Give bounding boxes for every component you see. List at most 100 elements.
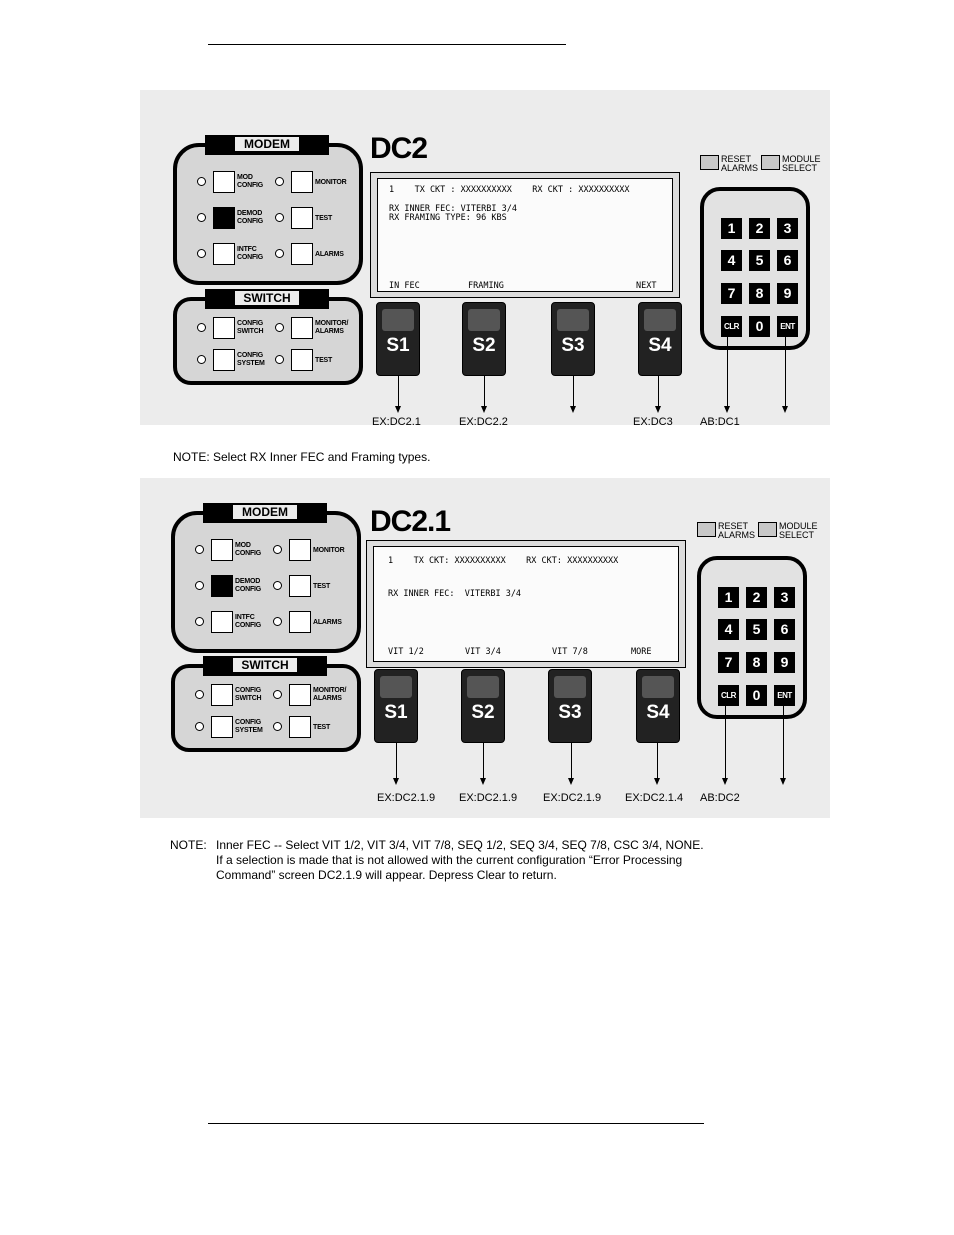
switch-panel-header: SWITCH [205,289,329,309]
exit-label: AB:DC2 [700,792,740,804]
softkey-s4[interactable]: S4 [636,669,680,743]
led [275,323,284,332]
switch-test-key[interactable] [291,349,313,371]
switch-label: SWITCH [235,291,299,305]
lcd-screen: 1 TX CKT : XXXXXXXXXX RX CKT : XXXXXXXXX… [377,178,673,292]
key-9[interactable]: 9 [774,652,795,673]
softkey-label: MORE [631,647,652,657]
modem-panel-header: MODEM [205,135,329,155]
key-ent[interactable]: ENT [774,685,795,706]
key-6[interactable]: 6 [774,619,795,640]
module-select-button[interactable] [758,522,777,537]
key-0[interactable]: 0 [749,316,770,337]
config-system-key[interactable] [213,349,235,371]
key-8[interactable]: 8 [746,652,767,673]
key-label: ALARMS [313,619,342,626]
key-6[interactable]: 6 [777,250,798,271]
key-label: TEST [313,724,331,731]
key-3[interactable]: 3 [774,587,795,608]
led [275,249,284,258]
intfc-config-key[interactable] [213,243,235,265]
note-dc2: NOTE: Select RX Inner FEC and Framing ty… [173,450,431,464]
key-2[interactable]: 2 [749,218,770,239]
arrow-line [727,335,728,407]
led [195,617,204,626]
switch-panel-header: SWITCH [203,656,327,676]
softkey-s3[interactable]: S3 [551,302,595,376]
key-1[interactable]: 1 [721,218,742,239]
monitor-alarms-key[interactable] [289,684,311,706]
exit-label: EX:DC3 [633,416,673,428]
alarms-key[interactable] [289,611,311,633]
key-clr[interactable]: CLR [721,316,742,337]
softkey-label: NEXT [636,281,657,291]
key-5[interactable]: 5 [749,250,770,271]
monitor-key[interactable] [289,539,311,561]
led [197,323,206,332]
reset-alarms-label: RESET ALARMS [721,154,759,173]
monitor-alarms-key[interactable] [291,317,313,339]
figure-dc2: MODEM MOD CONFIG MONITOR DEMOD CONFIG TE… [140,90,830,425]
lcd-display: 1 TX CKT: XXXXXXXXXX RX CKT: XXXXXXXXXX … [366,540,686,668]
modem-panel: MODEM MOD CONFIG MONITOR DEMOD CONFIG TE… [173,135,363,285]
key-label: TEST [313,583,331,590]
exit-label: EX:DC2.1 [372,416,421,428]
lcd-line: 1 TX CKT : XXXXXXXXXX RX CKT : XXXXXXXXX… [389,185,630,195]
config-system-key[interactable] [211,716,233,738]
monitor-key[interactable] [291,171,313,193]
config-switch-key[interactable] [211,684,233,706]
softkey-label: FRAMING [468,281,504,291]
demod-config-key[interactable] [213,207,235,229]
test-key[interactable] [289,575,311,597]
softkey-s3[interactable]: S3 [548,669,592,743]
lcd-line: RX INNER FEC: VITERBI 3/4 [388,589,522,599]
switch-test-key[interactable] [289,716,311,738]
key-ent[interactable]: ENT [777,316,798,337]
key-3[interactable]: 3 [777,218,798,239]
key-1[interactable]: 1 [718,587,739,608]
test-key[interactable] [291,207,313,229]
numeric-keypad: 1 2 3 4 5 6 7 8 9 CLR 0 ENT [697,556,807,719]
key-4[interactable]: 4 [721,250,742,271]
softkey-s1[interactable]: S1 [374,669,418,743]
module-select-button[interactable] [761,155,780,170]
key-4[interactable]: 4 [718,619,739,640]
reset-alarms-button[interactable] [697,522,716,537]
arrow-head [722,778,728,785]
led [197,355,206,364]
note-line: If a selection is made that is not allow… [216,853,683,867]
mod-config-key[interactable] [211,539,233,561]
key-7[interactable]: 7 [718,652,739,673]
key-7[interactable]: 7 [721,283,742,304]
key-8[interactable]: 8 [749,283,770,304]
key-5[interactable]: 5 [746,619,767,640]
softkey-s4[interactable]: S4 [638,302,682,376]
arrow-line [725,703,726,779]
key-label: DEMOD CONFIG [237,210,264,225]
footer-rule [208,1123,704,1124]
key-2[interactable]: 2 [746,587,767,608]
alarms-key[interactable] [291,243,313,265]
softkey-s2[interactable]: S2 [461,669,505,743]
key-0[interactable]: 0 [746,685,767,706]
figure-title: DC2 [370,132,428,165]
key-label: INTFC CONFIG [235,614,262,629]
softkey-s1[interactable]: S1 [376,302,420,376]
note-prefix: NOTE: [170,838,207,852]
demod-config-key[interactable] [211,575,233,597]
key-label: CONFIG SYSTEM [235,719,263,734]
led [275,213,284,222]
key-9[interactable]: 9 [777,283,798,304]
key-clr[interactable]: CLR [718,685,739,706]
module-select-label: MODULE SELECT [779,521,818,540]
arrow-line [657,743,658,779]
softkey-s2[interactable]: S2 [462,302,506,376]
intfc-config-key[interactable] [211,611,233,633]
reset-alarms-button[interactable] [700,155,719,170]
arrow-head [480,778,486,785]
config-switch-key[interactable] [213,317,235,339]
key-label: INTFC CONFIG [237,246,264,261]
arrow-head [481,406,487,413]
mod-config-key[interactable] [213,171,235,193]
arrow-head [655,406,661,413]
